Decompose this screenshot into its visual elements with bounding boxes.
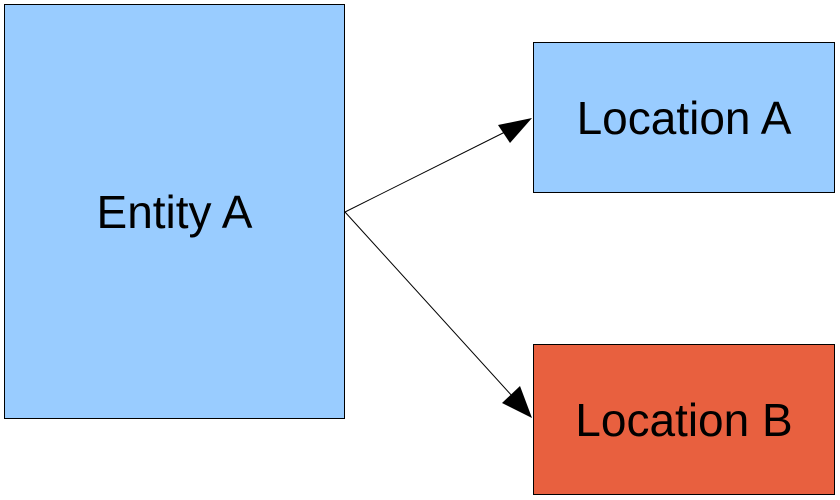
arrowhead-location-a: [498, 118, 532, 143]
location-a-node: Location A: [533, 42, 835, 193]
edge-entity-a-to-location-b: [344, 211, 514, 398]
entity-a-label: Entity A: [96, 185, 253, 238]
location-b-node: Location B: [533, 344, 835, 495]
edge-entity-a-to-location-a: [344, 131, 506, 213]
entity-a-node: Entity A: [4, 4, 345, 419]
location-b-label: Location B: [575, 393, 793, 446]
arrowhead-location-b: [502, 386, 532, 418]
location-a-label: Location A: [576, 91, 792, 144]
